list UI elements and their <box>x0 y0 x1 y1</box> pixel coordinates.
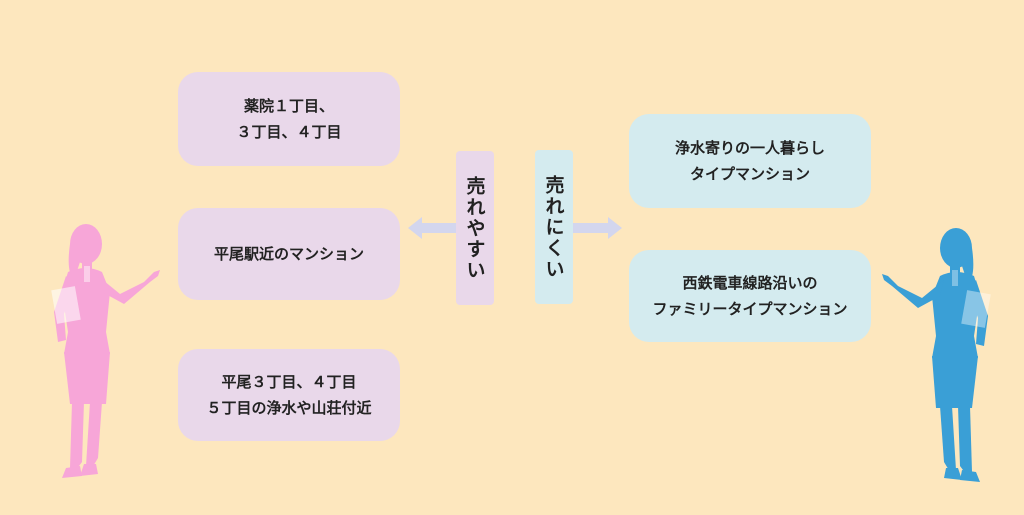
easy-area-box-1: 薬院１丁目、 ３丁目、４丁目 <box>178 72 400 166</box>
right-arrow <box>572 217 622 239</box>
easy-to-sell-label: 売れやすい <box>456 151 494 305</box>
hard-to-sell-label: 売れにくい <box>535 150 573 304</box>
easy-area-3-line1: 平尾３丁目、４丁目 <box>221 373 357 391</box>
hard-area-box-2: 西鉄電車線路沿いの ファミリータイプマンション <box>629 250 871 342</box>
easy-area-box-3: 平尾３丁目、４丁目 ５丁目の浄水や山荘付近 <box>178 349 400 441</box>
easy-area-3-line2: ５丁目の浄水や山荘付近 <box>206 399 372 417</box>
easy-area-2-line1: 平尾駅近のマンション <box>213 245 364 263</box>
hard-area-box-1: 浄水寄りの一人暮らし タイプマンション <box>629 114 871 208</box>
easy-area-1-line1: 薬院１丁目、 <box>243 97 334 115</box>
easy-area-1-line2: ３丁目、４丁目 <box>236 123 342 141</box>
hard-area-1-line2: タイプマンション <box>689 165 810 183</box>
businesswoman-silhouette-icon <box>51 224 160 478</box>
businesswoman-silhouette-icon <box>882 228 991 482</box>
left-arrow <box>408 217 458 239</box>
hard-area-2-line2: ファミリータイプマンション <box>652 300 848 318</box>
hard-area-2-line1: 西鉄電車線路沿いの <box>682 274 818 292</box>
easy-area-box-2: 平尾駅近のマンション <box>178 208 400 300</box>
hard-area-1-line1: 浄水寄りの一人暮らし <box>674 139 825 157</box>
